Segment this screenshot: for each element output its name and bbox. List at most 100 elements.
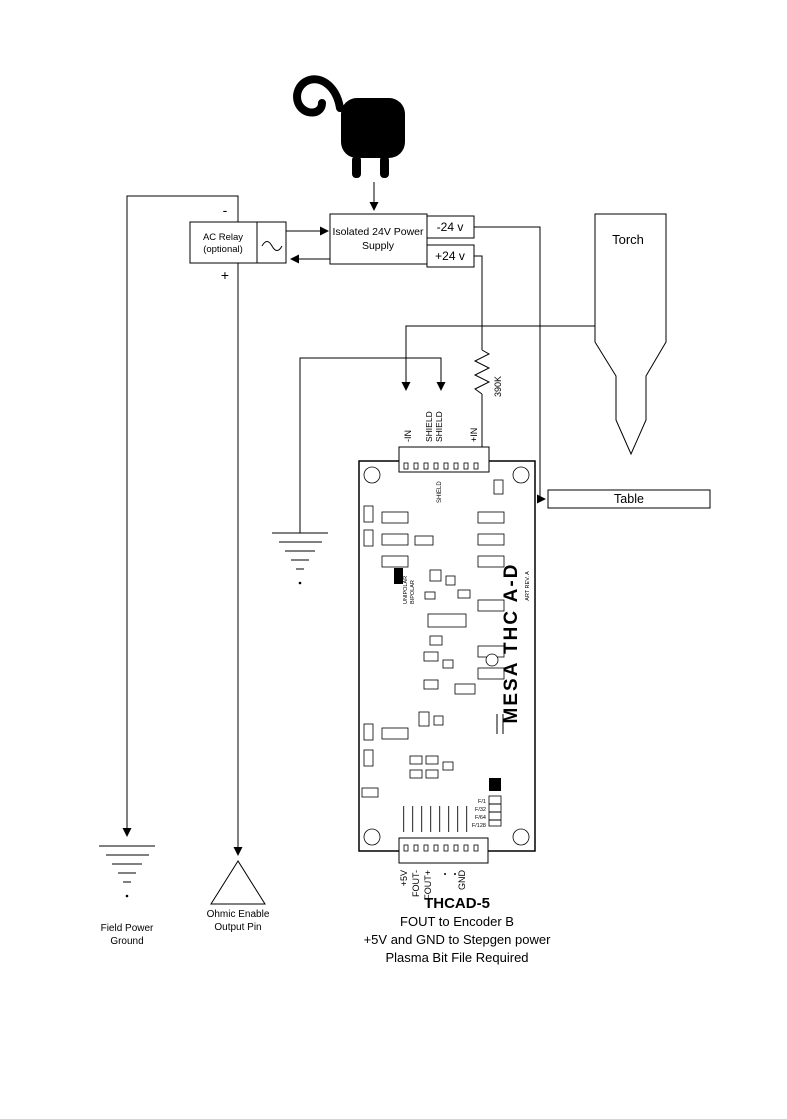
pcb-component [427,613,467,628]
pcb-component [425,769,439,779]
wire-ground-to-shield [299,357,446,533]
connector-pin [443,462,449,470]
top-connector [398,446,490,473]
sine-wave-icon [261,241,283,251]
wire-torch-to-neg-in [401,325,595,391]
pcb-component [409,755,423,765]
board-rev-label: ART REV. A [525,571,531,601]
pcb-component [429,569,442,582]
pcb-component [477,555,505,568]
supply-outline [329,213,428,265]
pin-label-gnd: GND [457,870,467,891]
bottom-connector [398,837,489,864]
pcb-component [433,715,444,726]
resistor-390k [473,349,491,395]
plug-body [341,98,405,158]
mounting-hole [512,466,530,484]
pin-label-neg-in: -IN [403,430,413,442]
pcb-component [381,511,409,524]
pcb-component [493,479,504,495]
wire-neg24-to-table [474,226,546,504]
pcb-component [381,533,409,546]
freq-header [488,795,502,827]
board-brand-label: MESA THC A-D [501,563,522,724]
connector-pin [453,844,459,852]
connector-pin [423,844,429,852]
supply-label-line1: Isolated 24V Power [332,226,424,238]
relay-label-line1: AC Relay [203,232,243,243]
connector-pin [413,462,419,470]
pin-label-plus-in: +IN [469,428,479,442]
pcb-component [361,787,379,798]
connector-pin [433,844,439,852]
pcb-component [477,511,505,524]
pcb-component [457,589,471,599]
pos-24v-box: +24 v [426,244,475,268]
relay-minus-label: - [223,202,228,218]
pcb-component [363,529,374,547]
pcb-component [442,659,454,669]
pos-24v-label: +24 v [435,249,465,263]
caption-line3: Plasma Bit File Required [385,950,528,965]
pcb-component [423,679,439,690]
pcb-component [381,555,409,568]
pcb-component [485,653,499,667]
pin-dot-mark [444,873,446,875]
earth-ground-icon [272,532,328,585]
ac-relay-box: AC Relay (optional) [189,221,287,264]
table-box: Table [547,489,711,509]
pcb-component [445,575,456,586]
power-supply-box: Isolated 24V Power Supply [329,213,428,265]
ohmic-label-line2: Output Pin [214,922,261,933]
jumper-unipolar-label: UNIPOLAR [403,576,409,604]
connector-pin [443,844,449,852]
connector-pin [473,462,479,470]
ground-dot [125,894,129,898]
pcb-component [454,683,476,695]
pcb-component [477,533,505,546]
supply-label-line2: Supply [362,240,395,252]
resistor-value-label: 390K [493,376,503,397]
neg-24v-box: -24 v [426,215,475,239]
silkscreen-mark [439,806,441,832]
silkscreen-mark [412,806,414,832]
pin-label-5v: +5V [399,870,409,886]
mounting-hole [363,828,381,846]
plug-prong-right [380,156,389,178]
pcb-component [363,749,374,767]
pcb-component [363,505,374,523]
connector-pin [403,462,409,470]
thcad-board: UNIPOLAR BIPOLAR F/1 F/32 F/64 F/128 [358,446,536,864]
silkscreen-mark [448,806,450,832]
field-ground-icon [99,845,155,898]
pcb-component [424,591,436,600]
caption-title: THCAD-5 [424,895,490,912]
pcb-component [423,651,439,662]
connector-pin [473,844,479,852]
board-shield-silkscreen: SHIELD [437,481,443,503]
connector-pin [463,844,469,852]
pcb-component [363,723,374,741]
silkscreen-mark [421,806,423,832]
jumper-bipolar-label: BIPOLAR [410,580,416,604]
pcb-component [429,635,443,646]
pcb-component [425,755,439,765]
board-outline [358,460,536,852]
field-ground-label-line2: Ground [110,936,143,947]
pcb-component [409,769,423,779]
pin-label-shield-2: SHIELD [434,411,444,442]
torch-outline [594,213,667,456]
wire-pos24-to-resistor [474,255,483,350]
pin-label-shield-1: SHIELD [424,411,434,442]
plug-cord [293,75,344,117]
freq-label-f32: F/32 [475,807,486,813]
mounting-hole [512,828,530,846]
ground-dot [298,581,302,585]
freq-label-f64: F/64 [475,815,486,821]
polarity-jumper-block [394,568,403,584]
neg-24v-label: -24 v [437,220,464,234]
ohmic-triangle-icon [210,860,266,905]
pcb-component [418,711,430,727]
caption-line1: FOUT to Encoder B [400,914,514,929]
